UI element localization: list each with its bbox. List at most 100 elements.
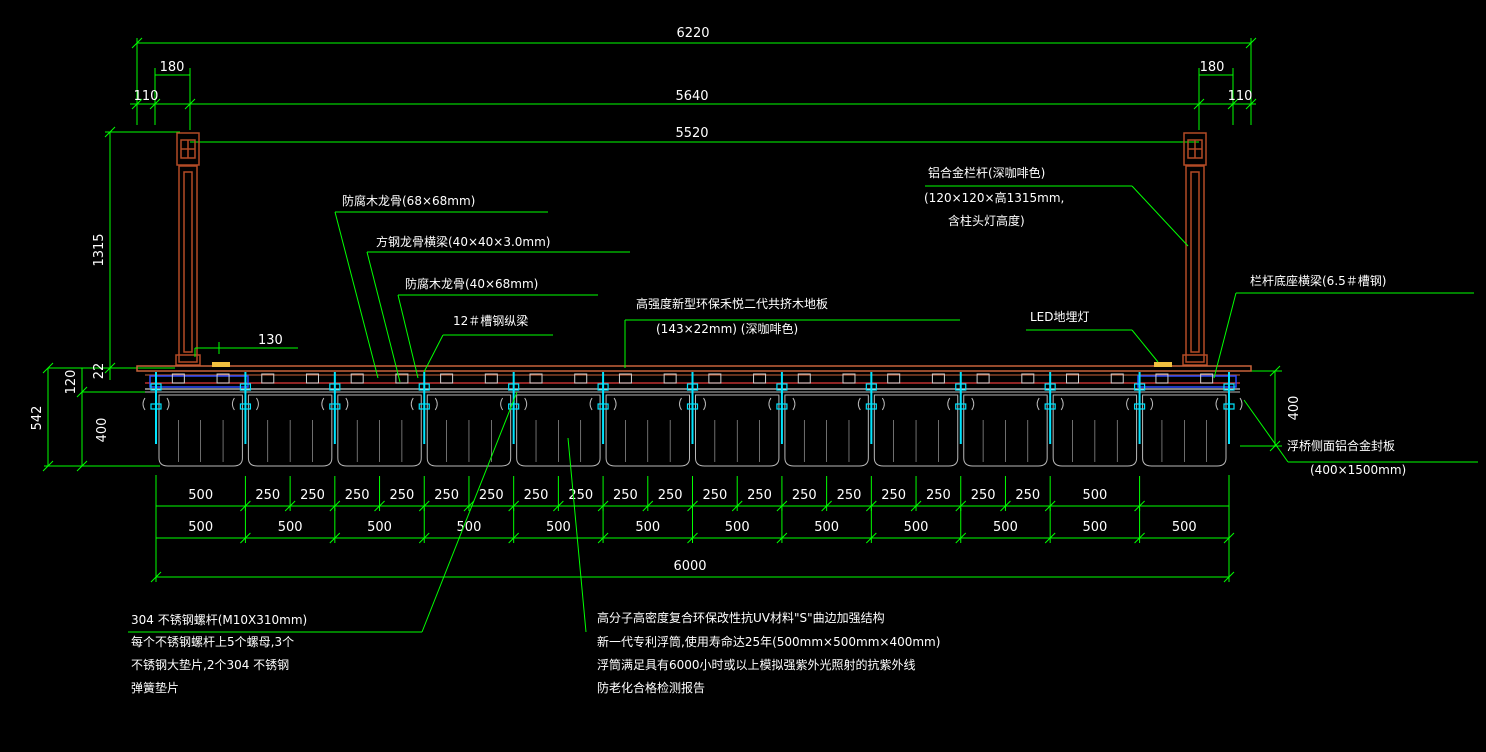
right-dimensions [1240,365,1282,452]
label-joist-40: 防腐木龙骨(40×68mm) [405,276,538,291]
bolt-nut [686,383,699,391]
dim-row1-tick-mark [284,500,296,512]
float-drum [873,394,959,467]
dim-row2-label: 500 [367,520,392,535]
label-bolt-2: 每个不锈钢螺杆上5个螺母,3个 [131,634,294,649]
bolt-bracket [231,397,259,411]
dim-left-post-width: 180 [160,60,185,75]
dim-row2-label: 500 [546,520,571,535]
bolt-nut [329,383,341,391]
float-drum [1142,394,1227,467]
label-side-panel-1: 浮桥侧面铝合金封板 [1287,438,1395,453]
deck-structure [136,362,1252,393]
bolt-nut [1133,383,1146,391]
dim-row1-label: 250 [926,488,951,503]
dim-row2-tick-mark [1134,532,1145,544]
joist-section [1110,373,1124,384]
dim-row2-tick-mark [508,532,520,544]
dim-row2-label: 500 [993,520,1018,535]
dim-row1-tick-mark [240,500,251,512]
joist-section [931,373,945,384]
dim-row1-label: 250 [389,488,414,503]
bolt-nut [1133,403,1146,410]
float-drum [605,394,690,467]
dim-float-height: 400 [95,418,110,443]
dim-row1-tick-mark [910,500,922,512]
dim-row1-tick-mark [329,500,341,512]
joist-section [440,373,454,384]
dim-row2-label: 500 [814,520,839,535]
dim-total-height: 542 [30,406,45,431]
bolt-nut [150,403,162,410]
dim-row1-label: 500 [188,488,213,503]
bolt-nut [508,403,520,410]
dim-post-spacing-small: 130 [258,333,283,348]
dim-row2-label: 500 [278,520,303,535]
bolt-bracket [142,397,170,411]
float-drum [247,394,333,467]
float-drum [426,394,512,467]
bolt-bracket [857,397,885,411]
dim-row1-label: 250 [881,488,906,503]
dim-row1-tick-mark [508,500,520,512]
dim-row2-label: 500 [188,520,213,535]
joist-section [395,373,409,384]
bolt-bracket [410,397,438,411]
dim-row2-tick-mark [955,532,967,544]
dim-row2-tick-mark [865,532,877,544]
joist-section [574,373,588,384]
dim-row1-label: 250 [255,488,280,503]
dim-row1-label: 250 [1015,488,1040,503]
dim-rail-base-gap: 22 [92,363,107,380]
label-float-2: 新一代专利浮筒,使用寿命达25年(500mm×500mm×400mm) [597,634,940,649]
leader-lines [128,185,1478,633]
dim-row2-label: 500 [635,520,660,535]
dim-row1-tick-mark [687,500,698,512]
label-rail-base: 栏杆底座横梁(6.5＃槽钢) [1250,273,1386,288]
dim-row1-tick-mark [955,500,967,512]
dim-row1-tick-mark [553,500,564,512]
deck-joists [171,373,1214,384]
dim-row1-tick-mark [374,500,385,512]
bolt-nut [1223,383,1235,391]
label-float-1: 高分子高密度复合环保改性抗UV材料"S"曲边加强结构 [597,610,885,625]
dim-deck-depth: 120 [64,370,79,395]
dim-row1-tick-mark [642,500,654,512]
dim-row1-label: 250 [837,488,862,503]
left-dimensions [42,126,180,472]
bolt-nut [418,403,430,410]
dim-row1-label: 250 [658,488,683,503]
dim-row2-tick-mark [597,532,609,544]
dim-row1-label: 500 [1082,488,1107,503]
label-float-3: 浮筒满足具有6000小时或以上模拟强紫外光照射的抗紫外线 [597,657,916,672]
dim-row1-label: 250 [479,488,504,503]
bolt-bracket [947,397,975,411]
joist-section [350,373,364,384]
joist-section [484,373,498,384]
label-deck-board-2: (143×22mm) (深咖啡色) [656,321,798,336]
dim-row2-tick-mark [329,532,341,544]
joist-section [976,373,990,384]
bolt-nut [597,403,609,410]
dim-row1-label: 250 [568,488,593,503]
dim-row1-tick-mark [776,500,788,512]
right-railing-post [1182,132,1208,366]
joist-section [753,373,767,384]
bolt-nut [955,383,967,391]
dim-left-offset: 110 [134,89,159,104]
dim-row2-tick-mark [1044,532,1056,544]
bolt-nut [329,403,341,410]
joist-section [305,373,319,384]
label-railing-1: 铝合金栏杆(深咖啡色) [928,165,1045,180]
bolt-nut [776,403,788,410]
float-drum [337,394,422,467]
float-drum [695,394,780,467]
dim-row2-tick-mark [240,532,251,544]
joist-section [797,373,811,384]
dim-rail-length: 5520 [675,126,708,141]
float-drum [516,394,601,467]
joist-section [1021,373,1035,384]
bolt-nut [597,383,609,391]
